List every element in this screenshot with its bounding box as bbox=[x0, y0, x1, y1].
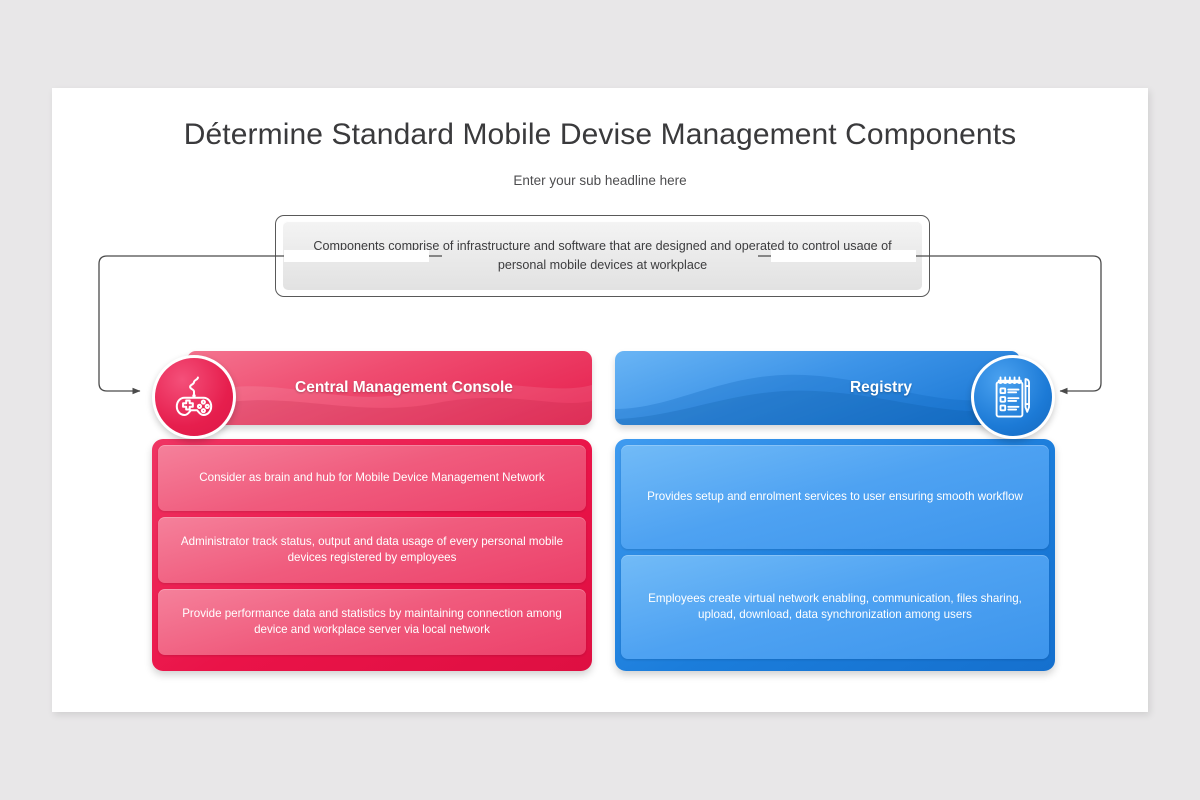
list-item-text: Provides setup and enrolment services to… bbox=[647, 489, 1023, 503]
panel-body-central-management-console: Consider as brain and hub for Mobile Dev… bbox=[152, 439, 592, 671]
banner-mask-right bbox=[771, 250, 916, 262]
description-text: Components comprise of infrastructure an… bbox=[313, 239, 892, 272]
list-item-text: Consider as brain and hub for Mobile Dev… bbox=[199, 470, 545, 484]
header-wave-decoration bbox=[615, 374, 1020, 425]
list-item-text: Provide performance data and statistics … bbox=[182, 606, 562, 636]
header-wave-decoration bbox=[187, 383, 592, 425]
banner-mask-left bbox=[284, 250, 429, 262]
panel-heading-label: Central Management Console bbox=[295, 379, 513, 396]
page-subtitle: Enter your sub headline here bbox=[513, 173, 687, 188]
panel-central-management-console: Central Management Console bbox=[152, 351, 592, 681]
list-item[interactable]: Employees create virtual network enablin… bbox=[621, 555, 1049, 659]
checklist-notepad-pen-icon[interactable] bbox=[971, 355, 1055, 439]
presentation-slide: Détermine Standard Mobile Devise Managem… bbox=[52, 88, 1148, 712]
connector-left bbox=[98, 255, 1102, 395]
list-item[interactable]: Consider as brain and hub for Mobile Dev… bbox=[158, 445, 586, 511]
panel-header-central-management-console[interactable]: Central Management Console bbox=[187, 351, 592, 425]
panel-body-registry: Provides setup and enrolment services to… bbox=[615, 439, 1055, 671]
list-item[interactable]: Provide performance data and statistics … bbox=[158, 589, 586, 655]
list-item[interactable]: Administrator track status, output and d… bbox=[158, 517, 586, 583]
list-item[interactable]: Provides setup and enrolment services to… bbox=[621, 445, 1049, 549]
panel-header-registry[interactable]: Registry bbox=[615, 351, 1020, 425]
panel-registry: Registry bbox=[615, 351, 1055, 681]
gamepad-icon[interactable] bbox=[152, 355, 236, 439]
list-item-text: Administrator track status, output and d… bbox=[180, 534, 564, 564]
panel-heading-label: Registry bbox=[849, 379, 912, 396]
page-title: Détermine Standard Mobile Devise Managem… bbox=[183, 118, 1017, 151]
list-item-text: Employees create virtual network enablin… bbox=[648, 591, 1022, 621]
